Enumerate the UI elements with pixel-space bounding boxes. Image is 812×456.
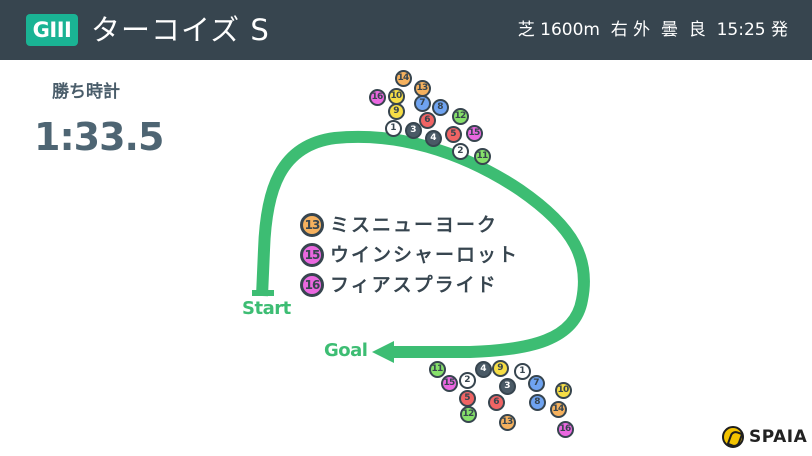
start-label: Start [242, 298, 291, 319]
horse-marker-14: 14 [394, 69, 412, 87]
goal-label: Goal [324, 340, 368, 361]
horse-number-badge: 16 [300, 273, 324, 297]
horse-marker-4: 4 [474, 360, 492, 378]
top-three-list: 13 ミスニューヨーク 15 ウインシャーロット 16 フィアスプライド [300, 210, 519, 300]
horse-marker-16: 16 [556, 420, 574, 438]
horse-marker-12: 12 [451, 107, 469, 125]
horse-marker-13: 13 [498, 413, 516, 431]
horse-marker-9: 9 [387, 102, 405, 120]
winner-row-3: 16 フィアスプライド [300, 270, 519, 300]
horse-marker-6: 6 [418, 111, 436, 129]
horse-marker-14: 14 [549, 400, 567, 418]
horse-marker-3: 3 [498, 377, 516, 395]
horse-marker-1: 1 [513, 362, 531, 380]
winner-row-1: 13 ミスニューヨーク [300, 210, 519, 240]
horse-marker-15: 15 [440, 374, 458, 392]
horse-number-badge: 13 [300, 213, 324, 237]
horse-marker-11: 11 [428, 360, 446, 378]
horse-name: ウインシャーロット [330, 244, 520, 266]
winning-time-value: 1:33.5 [34, 115, 164, 159]
horse-marker-2: 2 [451, 142, 469, 160]
horse-name: ミスニューヨーク [330, 214, 499, 236]
horse-marker-10: 10 [554, 381, 572, 399]
horse-marker-15: 15 [465, 124, 483, 142]
horse-marker-13: 13 [413, 79, 431, 97]
spaia-logo-text: SPAIA [749, 427, 808, 447]
horse-marker-12: 12 [459, 405, 477, 423]
winner-row-2: 15 ウインシャーロット [300, 240, 519, 270]
horse-name: フィアスプライド [330, 274, 498, 296]
horse-marker-3: 3 [404, 121, 422, 139]
horse-marker-4: 4 [424, 129, 442, 147]
horse-marker-9: 9 [491, 359, 509, 377]
horse-marker-16: 16 [368, 88, 386, 106]
horse-marker-8: 8 [528, 393, 546, 411]
horse-marker-5: 5 [458, 389, 476, 407]
race-info: 芝 1600m 右 外 曇 良 15:25 発 [517, 20, 788, 40]
horse-marker-2: 2 [458, 371, 476, 389]
race-header: GIII ターコイズ S 芝 1600m 右 外 曇 良 15:25 発 [0, 0, 812, 60]
race-title: ターコイズ S [91, 13, 270, 47]
spaia-logo: SPAIA [722, 426, 807, 448]
horse-number-badge: 15 [300, 243, 324, 267]
start-marker [252, 290, 274, 296]
horse-marker-10: 10 [387, 87, 405, 105]
horse-marker-6: 6 [487, 393, 505, 411]
goal-arrow-icon [372, 341, 394, 363]
track-path [256, 130, 590, 358]
winning-time-label: 勝ち時計 [52, 82, 120, 102]
horse-marker-8: 8 [431, 98, 449, 116]
horse-marker-5: 5 [444, 125, 462, 143]
horse-marker-7: 7 [527, 374, 545, 392]
horse-marker-1: 1 [384, 119, 402, 137]
horse-marker-11: 11 [473, 147, 491, 165]
horse-marker-7: 7 [413, 94, 431, 112]
spaia-logo-icon [722, 426, 744, 448]
grade-badge: GIII [26, 14, 78, 46]
